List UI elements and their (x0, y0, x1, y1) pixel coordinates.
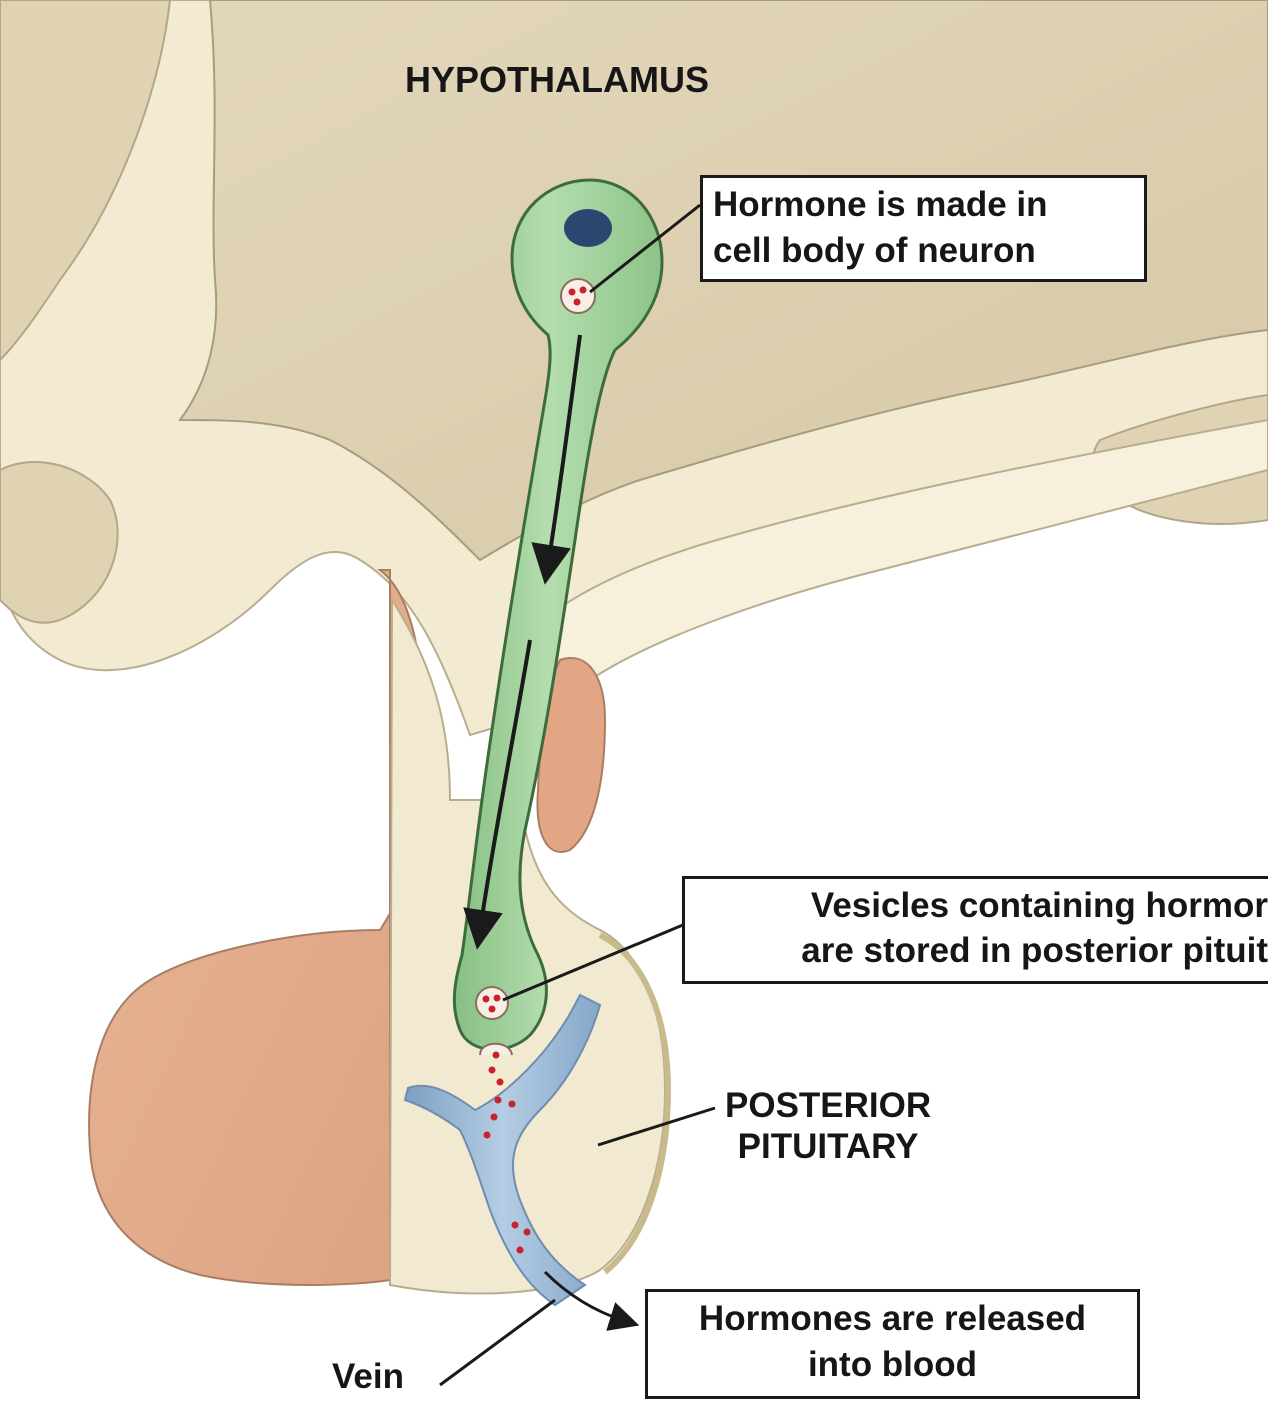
vesicle (476, 987, 508, 1019)
posterior-pituitary-label: POSTERIOR PITUITARY (725, 1085, 931, 1168)
leader-line-vein (440, 1300, 555, 1385)
anterior-pituitary (89, 570, 424, 1285)
nucleus (564, 209, 612, 247)
vesicle (561, 279, 595, 313)
hormone-dot (569, 289, 576, 296)
hormone-dot (489, 1006, 496, 1013)
callout-hormone-made-line2: cell body of neuron (713, 228, 1144, 274)
hormone-dot (509, 1101, 516, 1108)
hormone-dot (495, 1097, 502, 1104)
callout-released-into-blood: Hormones are released into blood (645, 1289, 1140, 1399)
hormone-dot (580, 287, 587, 294)
hormone-dot (497, 1079, 504, 1086)
callout-vesicles-stored-line2: are stored in posterior pituit (691, 928, 1268, 973)
hormone-dot (574, 299, 581, 306)
hormone-dot (494, 995, 501, 1002)
hormone-dot (517, 1247, 524, 1254)
hormone-dot (524, 1229, 531, 1236)
posterior-pituitary-label-line2: PITUITARY (725, 1126, 931, 1167)
callout-released-line1: Hormones are released (648, 1296, 1137, 1342)
hormone-dot (484, 1132, 491, 1139)
hypothalamus-label: HYPOTHALAMUS (405, 58, 709, 101)
hormone-dot (493, 1052, 500, 1059)
callout-released-line2: into blood (648, 1342, 1137, 1388)
posterior-pituitary-label-line1: POSTERIOR (725, 1085, 931, 1126)
hormone-dot (491, 1114, 498, 1121)
callout-vesicles-stored: Vesicles containing hormor are stored in… (682, 876, 1268, 984)
callout-vesicles-stored-line1: Vesicles containing hormor (691, 883, 1268, 928)
callout-hormone-made-line1: Hormone is made in (713, 182, 1144, 228)
hormone-dot (489, 1067, 496, 1074)
callout-hormone-made: Hormone is made in cell body of neuron (700, 175, 1147, 282)
hormone-dot (512, 1222, 519, 1229)
vein-label: Vein (332, 1356, 404, 1398)
hormone-dot (483, 996, 490, 1003)
